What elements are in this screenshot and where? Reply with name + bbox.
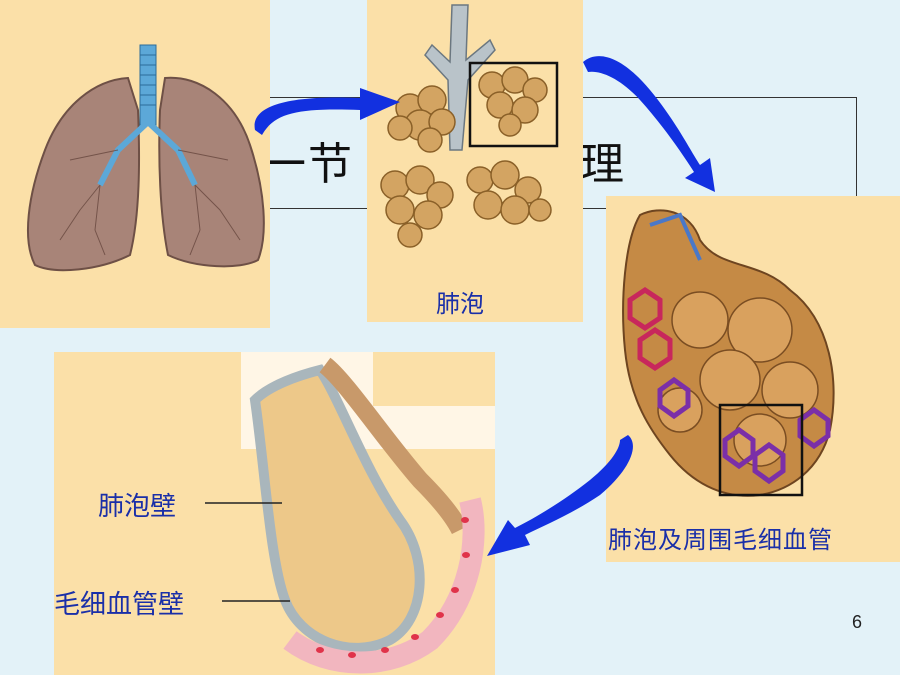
alveoli-label: 肺泡 [436, 290, 484, 318]
capillary-wall-label: 毛细血管壁 [54, 590, 185, 620]
cross-section-panel-right [373, 352, 495, 406]
alveoli-capillaries-label: 肺泡及周围毛细血管 [608, 526, 833, 554]
cross-section-panel-left [54, 352, 241, 449]
arrow-lungs-to-alveoli [254, 88, 400, 135]
arrow-alveoli-to-capillaries [583, 56, 715, 192]
alveoli-zoom-box [468, 61, 559, 148]
capillary-zoom-box [718, 403, 804, 497]
page-number: 6 [851, 612, 862, 632]
title-left: 一节 [262, 139, 354, 190]
alveolar-wall-label: 肺泡壁 [98, 492, 177, 522]
arrow-capillaries-to-cross-section [487, 435, 633, 556]
